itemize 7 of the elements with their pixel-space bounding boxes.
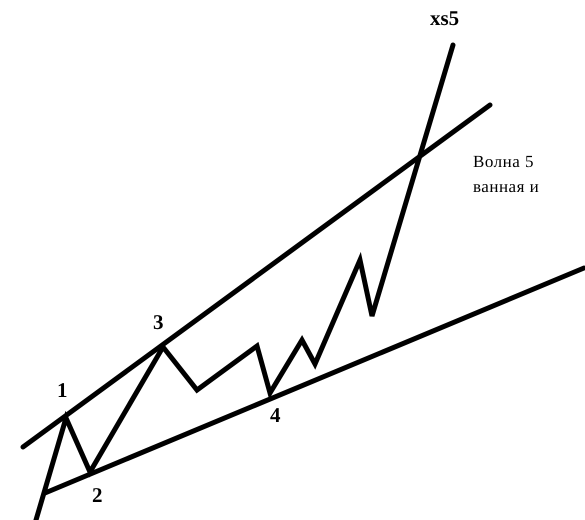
wave-label: xs5 [430,8,460,29]
note-text: ванная и [473,178,540,195]
note-text: Волна 5 [473,153,534,170]
wave-label: 1 [57,380,68,401]
wave-label: 4 [270,405,280,426]
wave-label: 3 [153,312,164,333]
wave-label: 2 [92,485,102,506]
